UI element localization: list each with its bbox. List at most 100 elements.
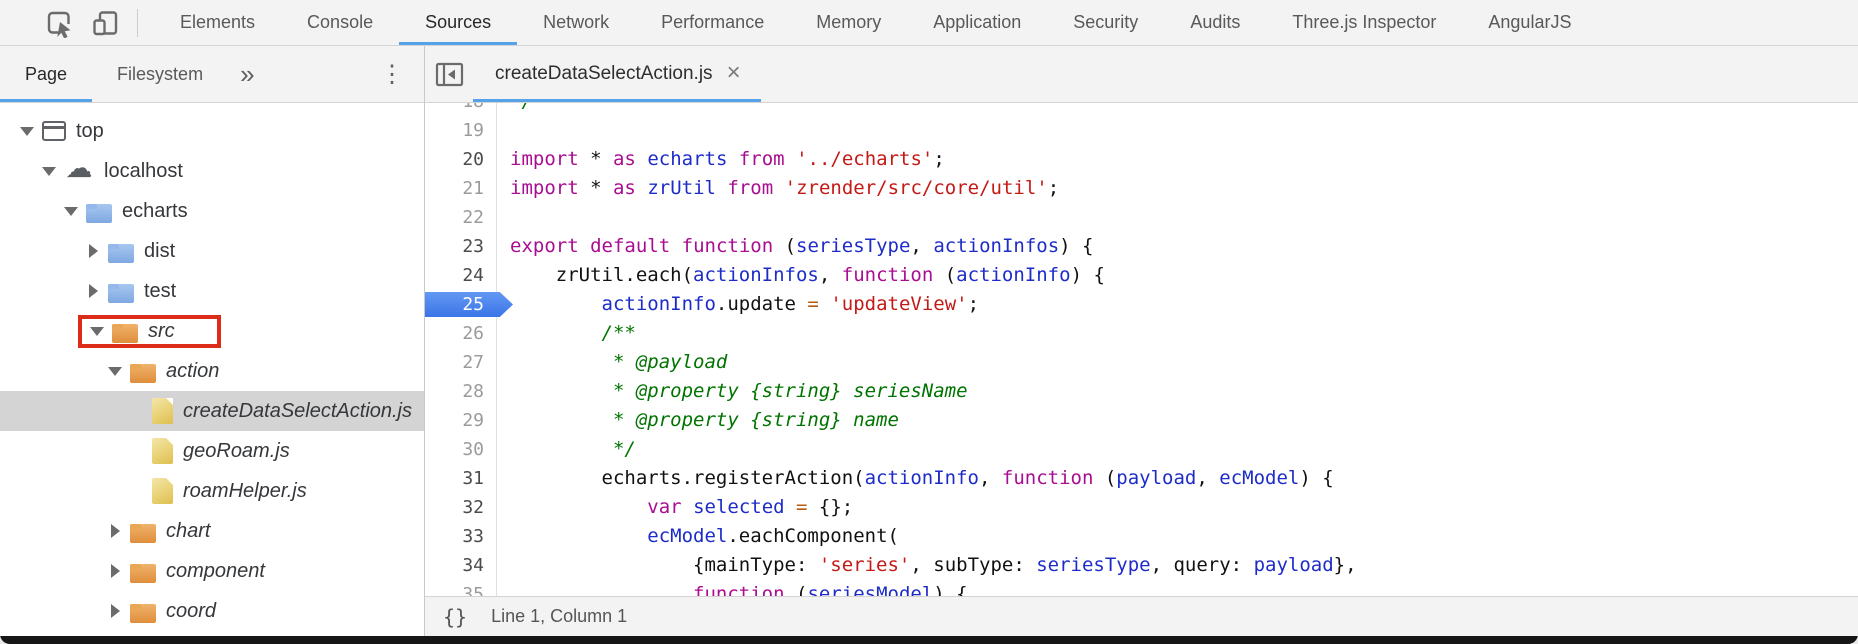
navigator-tab-page[interactable]: Page (0, 46, 92, 102)
twisty-closed-icon[interactable] (104, 604, 126, 618)
tree-item-roamhelper-js[interactable]: roamHelper.js (0, 471, 424, 511)
line-number[interactable]: 26 (425, 319, 497, 348)
twisty-closed-icon[interactable] (104, 524, 126, 538)
tab-angularjs[interactable]: AngularJS (1488, 12, 1572, 32)
code-line-26: 26 /** (425, 319, 1858, 348)
code-line-content[interactable]: */ (497, 103, 533, 116)
line-number[interactable]: 18 (425, 103, 497, 116)
code-line-content[interactable]: echarts.registerAction(actionInfo, funct… (510, 467, 1334, 489)
file-icon (152, 438, 173, 464)
line-number[interactable]: 24 (425, 261, 497, 290)
tree-item-src[interactable]: src (0, 311, 424, 351)
code-line-21: 21 import * as zrUtil from 'zrender/src/c… (425, 174, 1858, 203)
tab-elements[interactable]: Elements (180, 12, 256, 32)
code-line-content[interactable]: export default function (seriesType, act… (510, 235, 1094, 257)
tree-item-georoam-js[interactable]: geoRoam.js (0, 431, 424, 471)
tree-item-test[interactable]: test (0, 271, 424, 311)
code-line-content[interactable]: */ (510, 438, 636, 460)
tab-three-js-inspector[interactable]: Three.js Inspector (1292, 12, 1437, 32)
tree-item-createdataselectaction-js[interactable]: createDataSelectAction.js (0, 391, 424, 431)
more-tabs-icon[interactable]: » (240, 58, 255, 89)
code-line-25: 25 actionInfo.update = 'updateView'; (425, 290, 1858, 319)
line-number[interactable]: 32 (425, 493, 497, 522)
twisty-open-icon[interactable] (38, 167, 60, 176)
line-number[interactable]: 27 (425, 348, 497, 377)
tree-item-component[interactable]: component (0, 551, 424, 591)
code-line-content[interactable]: var selected = {}; (647, 496, 854, 518)
code-line-content[interactable]: zrUtil.each(actionInfos, function (actio… (510, 264, 1105, 286)
folder-icon (130, 603, 156, 623)
tree-item-echarts[interactable]: echarts (0, 191, 424, 231)
code-line-content[interactable]: /** (510, 322, 636, 344)
code-line-32: 32 var selected = {}; (425, 493, 1858, 522)
tab-audits[interactable]: Audits (1190, 12, 1241, 32)
twisty-open-icon[interactable] (104, 367, 126, 376)
tree-item-label: geoRoam.js (183, 439, 290, 462)
line-number[interactable]: 30 (425, 435, 497, 464)
tab-memory[interactable]: Memory (816, 12, 882, 32)
tree-item-label: createDataSelectAction.js (183, 399, 413, 422)
code-line-content[interactable]: ecModel.eachComponent( (647, 525, 899, 547)
code-line-content[interactable]: * @property {string} name (510, 409, 899, 431)
tab-security[interactable]: Security (1073, 12, 1139, 32)
navigator-menu-icon[interactable]: ⋮ (380, 60, 404, 88)
tree-item-top[interactable]: top (0, 111, 424, 151)
twisty-open-icon[interactable] (16, 127, 38, 136)
navigator-tab-filesystem[interactable]: Filesystem (117, 63, 204, 84)
code-line-content[interactable]: import * as zrUtil from 'zrender/src/cor… (510, 177, 1060, 199)
close-tab-icon[interactable]: × (726, 59, 741, 86)
line-number[interactable]: 28 (425, 377, 497, 406)
tab-performance[interactable]: Performance (661, 12, 765, 32)
line-number[interactable]: 23 (425, 232, 497, 261)
editor-statusbar: {} Line 1, Column 1 (425, 596, 1858, 636)
device-toolbar-icon[interactable] (90, 8, 121, 38)
code-line-34: 34 {mainType: 'series', subType: seriesT… (425, 551, 1858, 580)
pretty-print-button[interactable]: {} (443, 604, 468, 629)
code-line-23: 23 export default function (seriesType, a… (425, 232, 1858, 261)
line-number[interactable]: 31 (425, 464, 497, 493)
tree-item-label: component (166, 559, 265, 582)
tree-item-dist[interactable]: dist (0, 231, 424, 271)
line-number[interactable]: 34 (425, 551, 497, 580)
twisty-closed-icon[interactable] (104, 564, 126, 578)
code-line-content[interactable]: actionInfo.update = 'updateView'; (601, 293, 980, 315)
line-number[interactable]: 21 (425, 174, 497, 203)
editor-tab-title: createDataSelectAction.js (495, 63, 713, 84)
code-line-content[interactable]: * @property {string} seriesName (510, 380, 968, 402)
editor-panel: createDataSelectAction.js × 18*/1920impo… (425, 46, 1858, 636)
line-number[interactable]: 20 (425, 145, 497, 174)
code-line-content[interactable] (497, 116, 510, 145)
tree-item-coord[interactable]: coord (0, 591, 424, 631)
tab-sources[interactable]: Sources (399, 0, 517, 45)
tree-item-localhost[interactable]: ☁localhost (0, 151, 424, 191)
tree-item-action[interactable]: action (0, 351, 424, 391)
code-line-20: 20 import * as echarts from '../echarts'; (425, 145, 1858, 174)
execution-line-marker[interactable]: 25 (425, 290, 497, 319)
twisty-closed-icon[interactable] (82, 244, 104, 258)
line-number[interactable]: 19 (425, 116, 497, 145)
tree-item-chart[interactable]: chart (0, 511, 424, 551)
line-number[interactable]: 33 (425, 522, 497, 551)
tree-item-label: src (148, 319, 175, 342)
twisty-open-icon[interactable] (86, 327, 108, 336)
twisty-closed-icon[interactable] (82, 284, 104, 298)
code-line-22: 22 (425, 203, 1858, 232)
line-number[interactable]: 35 (425, 580, 497, 596)
code-line-content[interactable]: function (seriesModel) { (693, 583, 968, 596)
code-line-content[interactable]: * @payload (510, 351, 728, 373)
code-line-content[interactable] (497, 203, 510, 232)
code-line-content[interactable]: {mainType: 'series', subType: seriesType… (510, 554, 1357, 576)
hide-navigator-icon[interactable] (425, 46, 473, 102)
inspect-element-icon[interactable] (44, 8, 74, 38)
tab-network[interactable]: Network (543, 12, 610, 32)
line-number[interactable]: 29 (425, 406, 497, 435)
editor-tab-createdataselectaction[interactable]: createDataSelectAction.js × (473, 46, 761, 102)
tree-item-label: chart (166, 519, 211, 542)
line-number[interactable]: 22 (425, 203, 497, 232)
folder-icon (130, 363, 156, 383)
tab-application[interactable]: Application (933, 12, 1022, 32)
code-line-content[interactable]: import * as echarts from '../echarts'; (510, 148, 945, 170)
tab-console[interactable]: Console (307, 12, 374, 32)
twisty-open-icon[interactable] (60, 207, 82, 216)
